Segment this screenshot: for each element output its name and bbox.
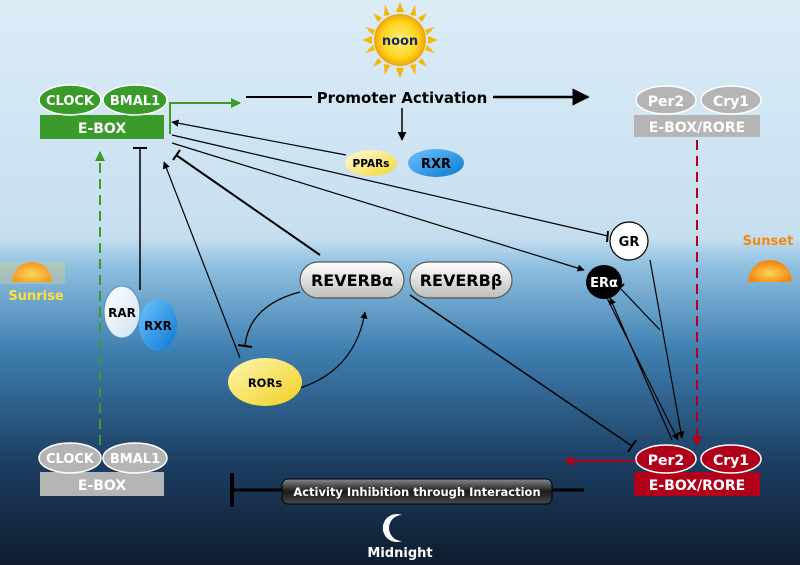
ppars-label: PPARs bbox=[353, 158, 390, 170]
er-alpha-label: ERα bbox=[590, 276, 618, 291]
reverb-inhibit-rors-bar bbox=[237, 344, 253, 348]
gr-inhibition-bar bbox=[606, 230, 609, 243]
gr-node bbox=[609, 221, 649, 261]
bottom-right-per2-cry1-complex: Per2 Cry1 E-BOX/RORE bbox=[634, 444, 762, 496]
top-left-bmal1-pill bbox=[102, 84, 168, 116]
bottom-right-per2-label: Per2 bbox=[648, 453, 684, 469]
top-right-cry1-label: Cry1 bbox=[713, 94, 749, 110]
rar-node bbox=[103, 285, 141, 339]
top-left-clock-label: CLOCK bbox=[46, 94, 95, 109]
top-right-ebox-rore-box bbox=[634, 115, 760, 137]
bottom-right-ebox-rore-box bbox=[634, 472, 760, 496]
reverb-alpha-node bbox=[299, 261, 405, 299]
reverb-inhibit-per2-line bbox=[409, 294, 633, 447]
bottom-right-cry1-label: Cry1 bbox=[713, 453, 749, 469]
activity-inhibition-box bbox=[281, 478, 553, 505]
rxr-left-label: RXR bbox=[144, 319, 172, 333]
gr-to-per2-arrow bbox=[649, 259, 685, 439]
ppars-to-ebox-arrow bbox=[171, 119, 347, 156]
rors-to-ebox-arrow bbox=[162, 161, 241, 359]
ebox-activation-arrow bbox=[169, 98, 241, 134]
activity-inhibition-label: Activity Inhibition through Interaction bbox=[293, 485, 540, 499]
top-left-bmal1-label: BMAL1 bbox=[110, 94, 160, 109]
top-right-per2-label: Per2 bbox=[648, 94, 684, 110]
ebox-to-era-arrow bbox=[171, 142, 585, 272]
reverb-beta-node bbox=[409, 261, 513, 299]
rxr-top-node bbox=[408, 149, 464, 177]
era-gr-inhibit-line bbox=[619, 287, 661, 331]
bottom-left-clock-pill bbox=[38, 442, 102, 474]
rors-label: RORs bbox=[248, 376, 282, 390]
sunset-sun-icon bbox=[748, 260, 792, 282]
bottom-right-ebox-rore-label: E-BOX/RORE bbox=[649, 478, 745, 494]
reverb-inhibit-per2-bar bbox=[627, 439, 637, 453]
sunset-label: Sunset bbox=[743, 234, 794, 249]
midnight-label: Midnight bbox=[367, 546, 432, 561]
ppars-node bbox=[345, 150, 397, 176]
top-right-per2-pill bbox=[635, 85, 697, 115]
reverb-inhibit-ebox-bar bbox=[172, 149, 181, 161]
bottom-left-ebox-box bbox=[40, 472, 164, 496]
rors-to-reverb-arrow bbox=[299, 311, 368, 389]
rors-node bbox=[228, 358, 302, 406]
per2-to-era-arrow bbox=[609, 297, 673, 441]
promoter-activation-label: Promoter Activation bbox=[317, 89, 488, 107]
top-left-clock-pill bbox=[38, 84, 102, 116]
rxr-left-node bbox=[139, 299, 177, 351]
top-left-ebox-label: E-BOX bbox=[78, 121, 126, 137]
er-alpha-node bbox=[586, 265, 622, 299]
reverb-beta-label: REVERBβ bbox=[420, 271, 503, 290]
gr-label: GR bbox=[619, 235, 640, 250]
era-to-per2-arrow bbox=[605, 295, 679, 441]
moon-icon bbox=[382, 514, 402, 542]
sunrise-sun-icon bbox=[0, 262, 65, 284]
noon-sun-icon bbox=[362, 2, 438, 78]
top-right-ebox-rore-label: E-BOX/RORE bbox=[649, 120, 745, 136]
sunrise-label: Sunrise bbox=[8, 289, 63, 304]
bottom-left-ebox-label: E-BOX bbox=[78, 478, 126, 494]
bottom-left-bmal1-pill bbox=[102, 442, 168, 474]
bottom-left-clock-label: CLOCK bbox=[46, 452, 95, 467]
reverb-alpha-label: REVERBα bbox=[311, 271, 393, 290]
top-right-per2-cry1-complex: Per2 Cry1 E-BOX/RORE bbox=[634, 85, 762, 137]
bottom-right-cry1-pill bbox=[700, 444, 762, 474]
noon-label: noon bbox=[382, 34, 418, 49]
bottom-right-per2-pill bbox=[635, 444, 697, 474]
reverb-inhibit-rors-line bbox=[244, 291, 301, 346]
bottom-left-clock-bmal1-complex: CLOCK BMAL1 E-BOX bbox=[38, 442, 168, 496]
top-left-ebox-box bbox=[40, 115, 164, 139]
rxr-top-label: RXR bbox=[421, 157, 451, 172]
rar-label: RAR bbox=[108, 306, 136, 320]
top-left-clock-bmal1-complex: CLOCK BMAL1 E-BOX bbox=[38, 84, 168, 139]
reverb-inhibit-ebox-line bbox=[175, 154, 321, 256]
bottom-left-bmal1-label: BMAL1 bbox=[110, 452, 160, 467]
top-right-cry1-pill bbox=[700, 85, 762, 115]
ebox-to-gr-line bbox=[171, 134, 609, 237]
